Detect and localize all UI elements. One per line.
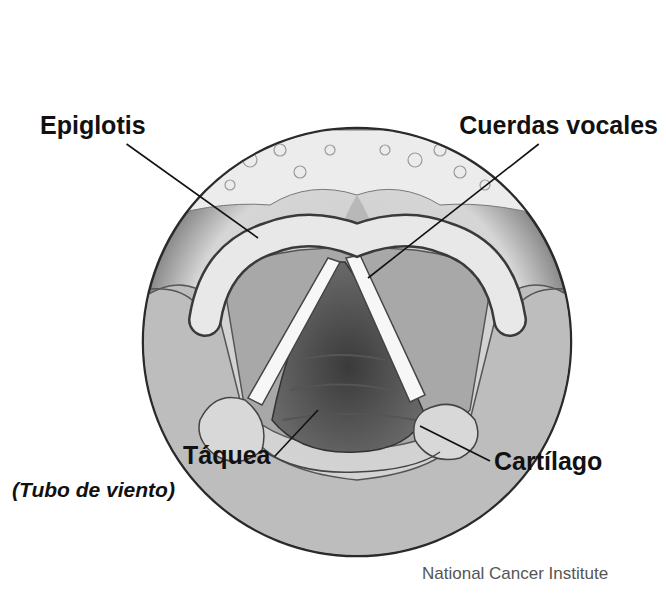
vocal-cord-left (248, 258, 340, 405)
cartilage-right (414, 404, 478, 459)
part-label: Táquea (183, 440, 271, 470)
interarytenoid (262, 450, 440, 472)
tongue-texture (225, 144, 490, 190)
credit-watermark: National Cancer Institute (422, 564, 608, 584)
leader-line (420, 426, 490, 461)
part-note: (Tubo de viento) (12, 477, 175, 502)
part-label: Cartílago (494, 446, 602, 476)
part-label: Epiglotis (40, 110, 146, 140)
leader-line (275, 410, 318, 457)
epiglottis (205, 230, 510, 320)
vocal-cord-right (346, 255, 425, 402)
leader-line (368, 144, 539, 278)
epiglottis-outline (205, 230, 510, 320)
part-label: Cuerdas vocales (459, 110, 658, 140)
fold-right (523, 289, 575, 300)
fold-left (140, 289, 192, 300)
leader-line (127, 144, 258, 238)
